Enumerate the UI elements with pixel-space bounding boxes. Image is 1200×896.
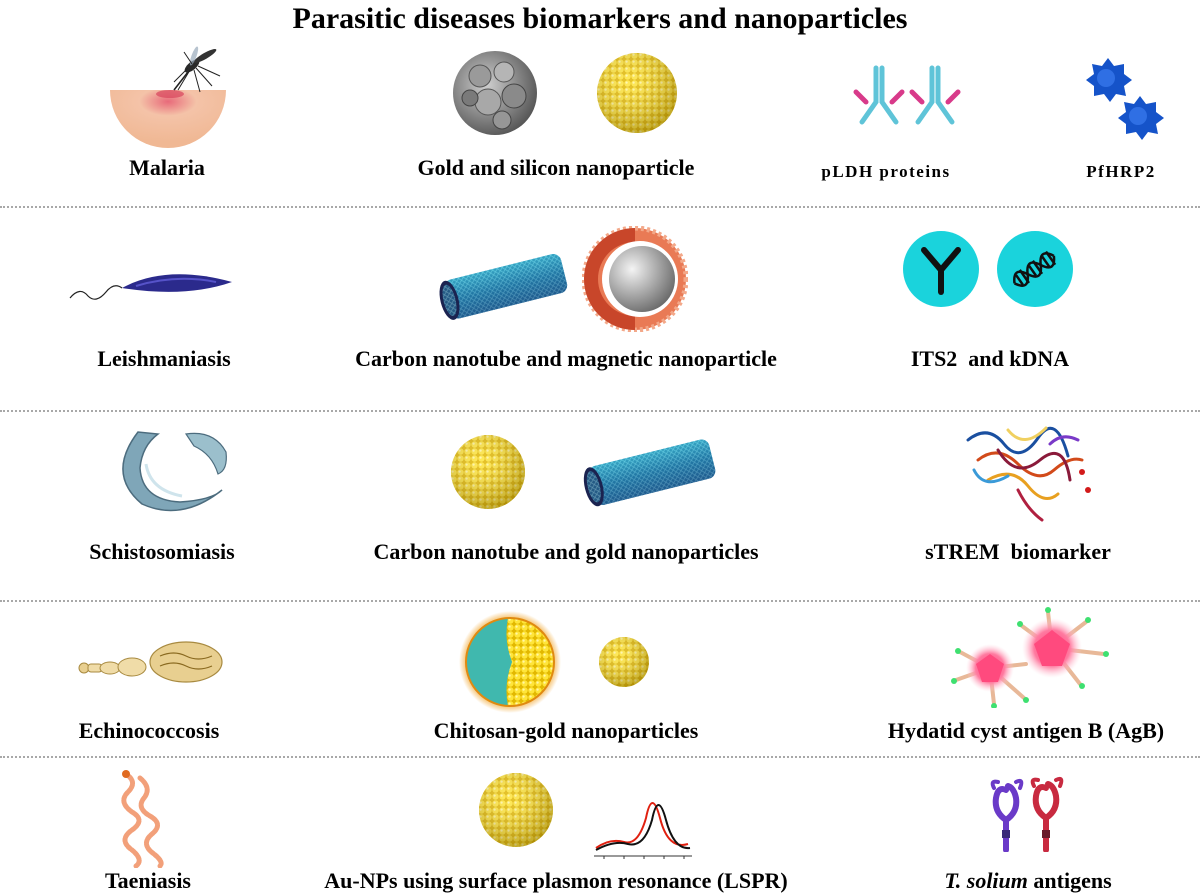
page-title: Parasitic diseases biomarkers and nanopa… — [292, 2, 908, 35]
pfhrp2-particle-icon — [1082, 56, 1166, 146]
strem-protein-structure — [958, 420, 1094, 526]
antigen-b-structure — [940, 604, 1120, 708]
biomarker-label: ITS2 and kDNA — [910, 346, 1070, 371]
disease-label: Leishmaniasis — [97, 346, 231, 371]
biomarker-label: Hydatid cyst antigen B (AgB) — [887, 718, 1165, 743]
silicon-nanoparticle-icon — [452, 50, 538, 136]
gold-nanoparticle-icon — [478, 772, 554, 848]
mosquito-bite-illustration — [108, 46, 228, 150]
gold-nanoparticle-icon — [450, 434, 526, 510]
row-divider — [0, 756, 1200, 758]
nanoparticle-label: Gold and silicon nanoparticle — [417, 155, 695, 180]
carbon-nanotube-icon — [432, 232, 582, 342]
disease-label: Malaria — [129, 155, 205, 180]
schistosoma-worm-illustration — [102, 424, 234, 520]
nanoparticle-label: Carbon nanotube and magnetic nanoparticl… — [355, 346, 777, 371]
taenia-worm-illustration — [116, 768, 178, 868]
gold-nanoparticle-icon — [598, 636, 650, 688]
antibody-icon — [902, 230, 980, 308]
antibody-icon — [852, 62, 962, 130]
biomarker-label: T. solium antigens — [944, 868, 1111, 894]
carbon-nanotube-icon — [578, 420, 728, 524]
biomarker-suffix: antigens — [1027, 868, 1112, 893]
chitosan-gold-nanoparticle-icon — [458, 610, 562, 714]
gold-nanoparticle-icon — [596, 52, 678, 134]
dna-icon — [996, 230, 1074, 308]
nanoparticle-label: Chitosan-gold nanoparticles — [433, 718, 699, 743]
species-name: T. solium — [944, 868, 1028, 893]
disease-label: Taeniasis — [104, 868, 192, 893]
biomarker-label: sTREM biomarker — [925, 539, 1111, 564]
row-divider — [0, 206, 1200, 208]
disease-label: Schistosomiasis — [89, 539, 235, 564]
biomarker-label: PfHRP2 — [1086, 162, 1156, 181]
echinococcus-worm-illustration — [74, 638, 224, 686]
tsolium-antigen-icon — [986, 776, 1070, 852]
leishmania-parasite-illustration — [66, 268, 236, 308]
biomarker-label: pLDH proteins — [821, 162, 951, 181]
nanoparticle-label: Carbon nanotube and gold nanoparticles — [373, 539, 759, 564]
lspr-spectrum-plot — [590, 778, 694, 862]
nanoparticle-label: Au-NPs using surface plasmon resonance (… — [324, 868, 788, 893]
disease-label: Echinococcosis — [78, 718, 220, 743]
row-divider — [0, 600, 1200, 602]
magnetic-nanoparticle-icon — [582, 226, 688, 332]
row-divider — [0, 410, 1200, 412]
